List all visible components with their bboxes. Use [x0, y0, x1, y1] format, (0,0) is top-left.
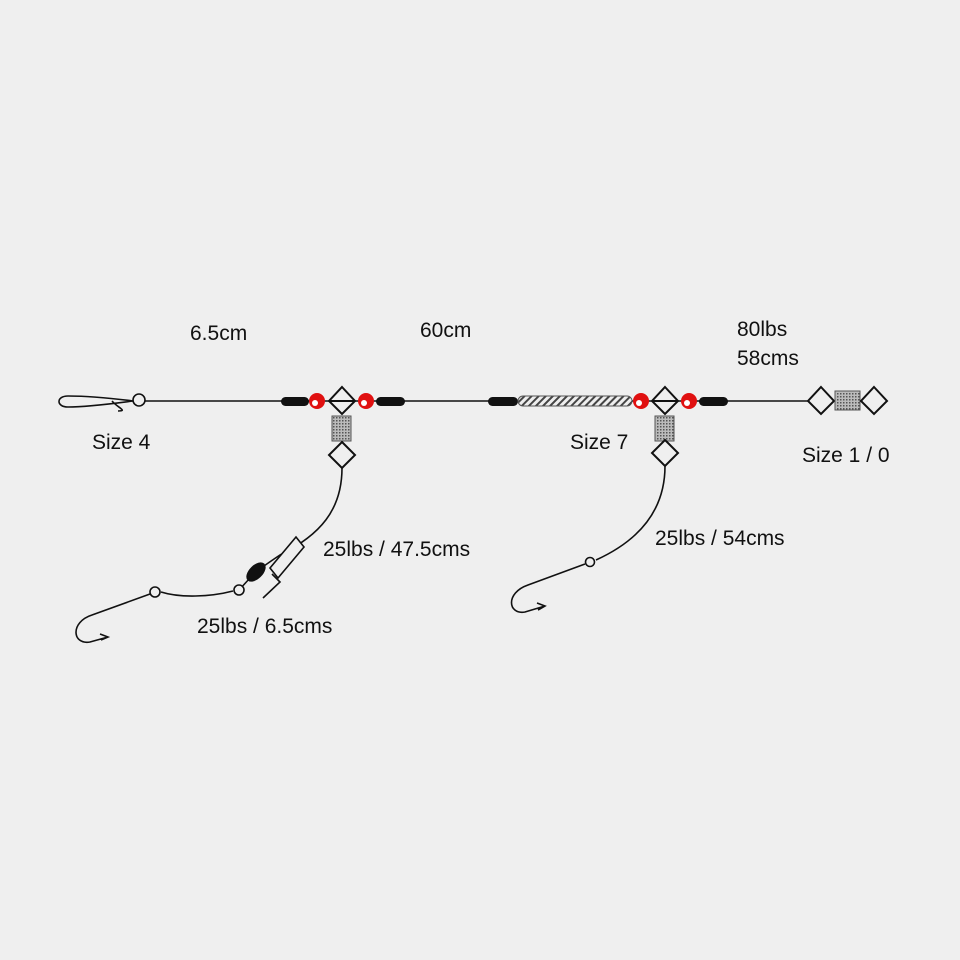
end-swivel-eye — [859, 385, 889, 416]
swivel-eye — [327, 440, 357, 470]
three-way-swivel-icon — [327, 385, 357, 416]
end-swivel-size-label: Size 1 / 0 — [802, 444, 890, 467]
main-line-strength-label: 80lbs — [737, 318, 788, 341]
three-way-swivel-icon — [650, 385, 680, 416]
red-bead-highlight — [684, 400, 690, 406]
black-bead — [699, 397, 728, 406]
swivel-barrel — [654, 415, 675, 442]
lower-snood-label: 25lbs / 6.5cms — [197, 615, 333, 638]
right-snood-label: 25lbs / 54cms — [655, 527, 785, 550]
black-bead-oval — [246, 562, 266, 582]
red-bead-highlight — [312, 400, 318, 406]
lure-spoon-icon — [268, 535, 306, 580]
end-swivel-barrel — [834, 390, 861, 411]
clip-icon — [58, 395, 134, 412]
swivel-eye — [650, 438, 680, 468]
ring-icon — [233, 584, 245, 596]
hook-icon — [75, 593, 151, 643]
right-snood-line — [595, 465, 666, 561]
clip-length-label: 6.5cm — [190, 322, 248, 345]
end-swivel-eye — [806, 385, 836, 416]
black-bead — [376, 397, 405, 406]
lure-hook-icon — [262, 573, 282, 599]
lower-snood-line — [160, 590, 234, 597]
ring-icon — [584, 556, 596, 568]
main-line-length-label: 58cms — [737, 347, 799, 370]
ring-icon — [149, 586, 161, 598]
black-bead — [281, 397, 309, 406]
black-bead — [488, 397, 518, 406]
middle-length-label: 60cm — [420, 319, 472, 342]
clip-ring — [132, 393, 146, 407]
hatched-tube — [517, 395, 633, 407]
swivel-barrel — [331, 415, 352, 442]
mid-swivel-size-label: Size 7 — [570, 431, 629, 454]
red-bead-highlight — [636, 400, 642, 406]
clip-size-label: Size 4 — [92, 431, 151, 454]
upper-snood-label: 25lbs / 47.5cms — [323, 538, 471, 561]
hook-icon — [510, 563, 586, 613]
red-bead-highlight — [361, 400, 367, 406]
